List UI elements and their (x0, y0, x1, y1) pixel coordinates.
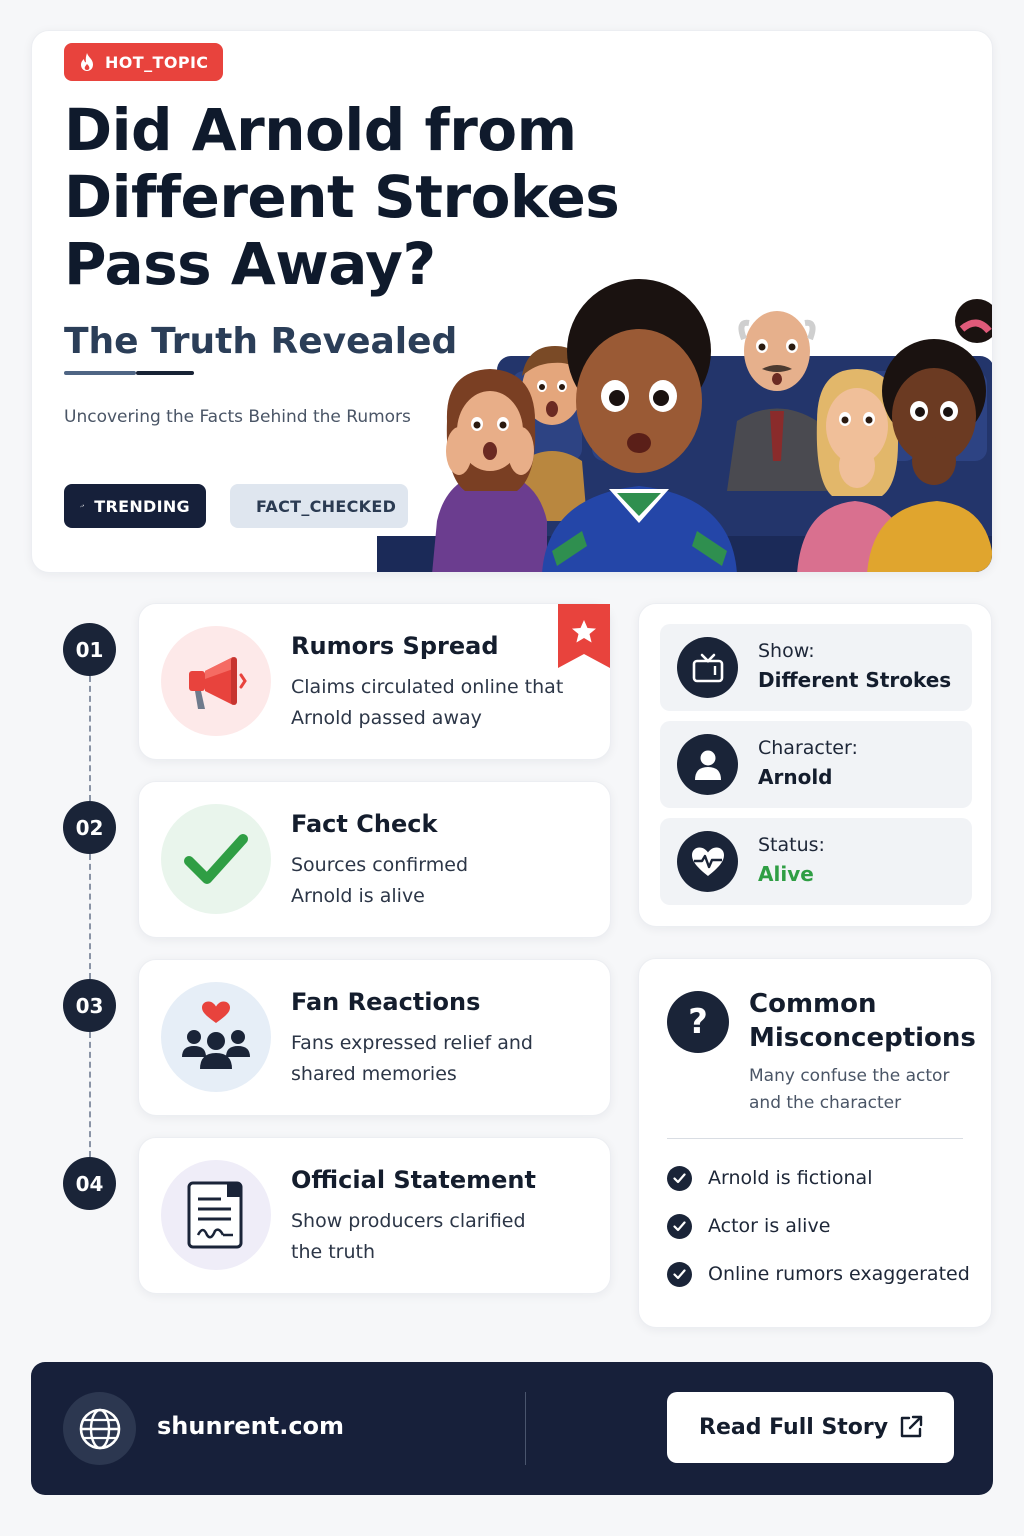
misconception-text: Arnold is fictional (708, 1167, 873, 1189)
misconception-text: Actor is alive (708, 1215, 831, 1237)
info-row-show: Show: Different Strokes (660, 624, 972, 711)
info-row-status: Status: Alive (660, 818, 972, 905)
surprised-audience-illustration (377, 279, 992, 572)
timeline-card-rumors[interactable]: Rumors Spread Claims circulated online t… (138, 603, 611, 760)
timeline-step-number: 01 (63, 623, 116, 676)
heartbeat-icon (677, 831, 738, 892)
hero-tagline: Uncovering the Facts Behind the Rumors (64, 407, 411, 427)
site-link[interactable]: shunrent.com (157, 1412, 345, 1440)
info-value: Arnold (758, 765, 833, 789)
info-card: Show: Different Strokes Character: Arnol… (638, 603, 992, 927)
read-full-story-label: Read Full Story (699, 1415, 889, 1440)
info-label: Character: (758, 737, 858, 759)
timeline-step-number: 04 (63, 1157, 116, 1210)
hot-topic-label: HOT_TOPIC (105, 52, 209, 72)
subtitle-underline (64, 371, 194, 375)
timeline-card-fact-check[interactable]: Fact Check Sources confirmed Arnold is a… (138, 781, 611, 938)
misconceptions-description: Many confuse the actor and the character (749, 1066, 950, 1113)
step-title: Official Statement (291, 1166, 536, 1194)
check-circle-icon (667, 1165, 692, 1191)
misconceptions-card: ? Common Misconceptions Many confuse the… (638, 958, 992, 1328)
globe-icon (63, 1392, 136, 1465)
status-value: Alive (758, 862, 814, 886)
checkmark-icon (161, 804, 271, 914)
check-circle-icon (667, 1213, 692, 1239)
star-ribbon-icon (558, 604, 610, 668)
misconception-item: Arnold is fictional (667, 1165, 872, 1191)
document-icon (161, 1160, 271, 1270)
timeline-card-official-statement[interactable]: Official Statement Show producers clarif… (138, 1137, 611, 1294)
megaphone-icon (161, 626, 271, 736)
fact-checked-tag[interactable]: FACT_CHECKED (230, 484, 408, 528)
misconceptions-title: Common Misconceptions (749, 989, 976, 1053)
timeline-card-fan-reactions[interactable]: Fan Reactions Fans expressed relief and … (138, 959, 611, 1116)
step-title: Fact Check (291, 810, 438, 838)
footer-bar: shunrent.com Read Full Story (31, 1362, 993, 1495)
footer-divider (525, 1392, 526, 1465)
user-icon (677, 734, 738, 795)
page-title: Did Arnold from Different Strokes Pass A… (64, 96, 620, 298)
divider (667, 1138, 963, 1139)
question-icon: ? (667, 991, 729, 1053)
timeline-connector (89, 1032, 91, 1157)
tv-icon (677, 637, 738, 698)
step-description: Show producers clarified the truth (291, 1210, 526, 1263)
hero-card: HOT_TOPIC Did Arnold from Different Stro… (31, 30, 993, 573)
trending-up-icon (80, 504, 85, 508)
step-description: Sources confirmed Arnold is alive (291, 854, 469, 907)
misconception-text: Online rumors exaggerated (708, 1263, 970, 1285)
timeline-step-number: 02 (63, 801, 116, 854)
flame-icon (81, 53, 93, 71)
timeline-step-number: 03 (63, 979, 116, 1032)
trending-label: TRENDING (94, 496, 190, 516)
step-description: Fans expressed relief and shared memorie… (291, 1032, 533, 1085)
trending-tag[interactable]: TRENDING (64, 484, 206, 528)
step-title: Fan Reactions (291, 988, 481, 1016)
hot-topic-badge: HOT_TOPIC (64, 43, 224, 81)
timeline-connector (89, 676, 91, 801)
step-title: Rumors Spread (291, 632, 499, 660)
info-row-character: Character: Arnold (660, 721, 972, 808)
fact-checked-label: FACT_CHECKED (256, 496, 397, 516)
misconception-item: Actor is alive (667, 1213, 830, 1239)
info-label: Status: (758, 834, 825, 856)
step-description: Claims circulated online that Arnold pas… (291, 676, 564, 729)
check-circle-icon (667, 1261, 692, 1287)
misconception-item: Online rumors exaggerated (667, 1261, 970, 1287)
fans-heart-icon (161, 982, 271, 1092)
timeline-connector (89, 854, 91, 979)
external-link-icon (900, 1415, 923, 1438)
info-label: Show: (758, 640, 815, 662)
page-subtitle: The Truth Revealed (64, 321, 458, 362)
info-value: Different Strokes (758, 668, 952, 692)
read-full-story-button[interactable]: Read Full Story (667, 1392, 954, 1463)
